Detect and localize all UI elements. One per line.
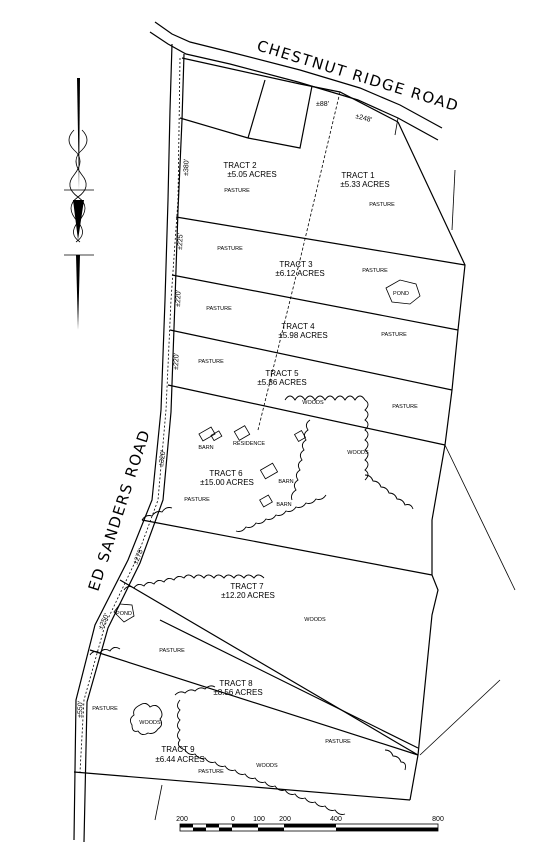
barn-building-3	[259, 494, 273, 508]
north-arrow-icon	[64, 78, 94, 330]
dim-380: ±380'	[183, 159, 191, 176]
pasture-label-t9b: PASTURE	[198, 769, 224, 775]
pasture-label-t1: PASTURE	[369, 202, 395, 208]
dim-278: ±278'	[132, 547, 145, 565]
pond-shape-2	[113, 603, 135, 623]
tract-labels: TRACT 2 ±5.05 ACRES TRACT 1 ±5.33 ACRES …	[155, 161, 389, 764]
parcel-boundary	[73, 57, 466, 801]
pasture-label-t5a: PASTURE	[198, 359, 224, 365]
woods-label-t9: WOODS	[139, 720, 161, 726]
pasture-label-t7: PASTURE	[159, 648, 185, 654]
tract-9-acres: ±6.44 ACRES	[155, 755, 204, 764]
pasture-label-t9a: PASTURE	[92, 706, 118, 712]
woods-label-t6: WOODS	[347, 450, 369, 456]
tract-1-name: TRACT 1	[341, 171, 375, 180]
tract-5-acres: ±5.86 ACRES	[257, 378, 306, 387]
scale-label-100: 100	[253, 816, 265, 823]
scale-label-0: 0	[231, 816, 235, 823]
tract-4-acres: ±5.98 ACRES	[278, 331, 327, 340]
dim-220a: ±220'	[175, 290, 183, 307]
woods-label-t8: WOODS	[256, 763, 278, 769]
tract-4-name: TRACT 4	[281, 322, 315, 331]
pasture-label-t3b: PASTURE	[362, 268, 388, 274]
scale-label-200-left: 200	[176, 816, 188, 823]
pasture-label-t5b: PASTURE	[392, 404, 418, 410]
pasture-label-t8: PASTURE	[325, 739, 351, 745]
residence-building	[233, 425, 251, 441]
scale-label-800: 800	[432, 816, 444, 823]
pond-label-2: POND	[116, 611, 132, 617]
chestnut-ridge-road	[149, 21, 443, 141]
tract-6-acres: ±15.00 ACRES	[200, 478, 254, 487]
pasture-label-t4a: PASTURE	[206, 306, 232, 312]
woods-label-t7: WOODS	[304, 617, 326, 623]
tract-1-acres: ±5.33 ACRES	[340, 180, 389, 189]
tract-2-acres: ±5.05 ACRES	[227, 170, 276, 179]
dim-225: ±225'	[177, 233, 185, 250]
tract-7-name: TRACT 7	[230, 582, 264, 591]
tract-3-name: TRACT 3	[279, 260, 313, 269]
tract-8-name: TRACT 8	[219, 679, 253, 688]
barn-label-1: BARN	[198, 445, 213, 451]
dim-88: ±88'	[316, 101, 329, 108]
barn-building	[198, 426, 216, 442]
tract-3-acres: ±6.12 ACRES	[275, 269, 324, 278]
woods-label-t5: WOODS	[302, 400, 324, 406]
ed-sanders-road	[73, 43, 185, 843]
barn-annex	[210, 430, 223, 442]
scale-bar: 200 0 100 200 400 800	[176, 816, 444, 832]
dim-220b: ±220'	[173, 353, 181, 370]
ed-sanders-road-label: ED SANDERS ROAD	[85, 427, 154, 593]
tract-7-acres: ±12.20 ACRES	[221, 591, 275, 600]
chestnut-ridge-road-label: CHESTNUT RIDGE ROAD	[255, 37, 462, 116]
tract-6-name: TRACT 6	[209, 469, 243, 478]
shed-building	[293, 429, 307, 443]
buildings	[198, 425, 307, 508]
tract-2-name: TRACT 2	[223, 161, 257, 170]
pasture-label-t4b: PASTURE	[381, 332, 407, 338]
dim-550: ±550'	[77, 701, 85, 718]
barn-label-2: BARN	[278, 479, 293, 485]
dim-320: ±320'	[158, 450, 167, 468]
tract-8-acres: ±8.56 ACRES	[213, 688, 262, 697]
tract-9-name: TRACT 9	[161, 745, 195, 754]
residence-label: RESIDENCE	[233, 441, 265, 447]
dim-248: ±248'	[355, 113, 373, 124]
woods-edges	[89, 395, 414, 815]
feature-labels: PASTURE PASTURE PASTURE PASTURE POND PAS…	[92, 188, 418, 775]
ponds	[113, 279, 421, 623]
barn-building-2	[259, 462, 279, 480]
pasture-label-t2: PASTURE	[224, 188, 250, 194]
scale-label-400: 400	[330, 816, 342, 823]
tract-lines	[89, 79, 466, 756]
tract-5-name: TRACT 5	[265, 369, 299, 378]
pasture-label-t3a: PASTURE	[217, 246, 243, 252]
pond-shape-1	[385, 279, 421, 305]
scale-label-200: 200	[279, 816, 291, 823]
pond-label-1: POND	[393, 291, 409, 297]
barn-label-3: BARN	[276, 502, 291, 508]
pasture-label-t6: PASTURE	[184, 497, 210, 503]
